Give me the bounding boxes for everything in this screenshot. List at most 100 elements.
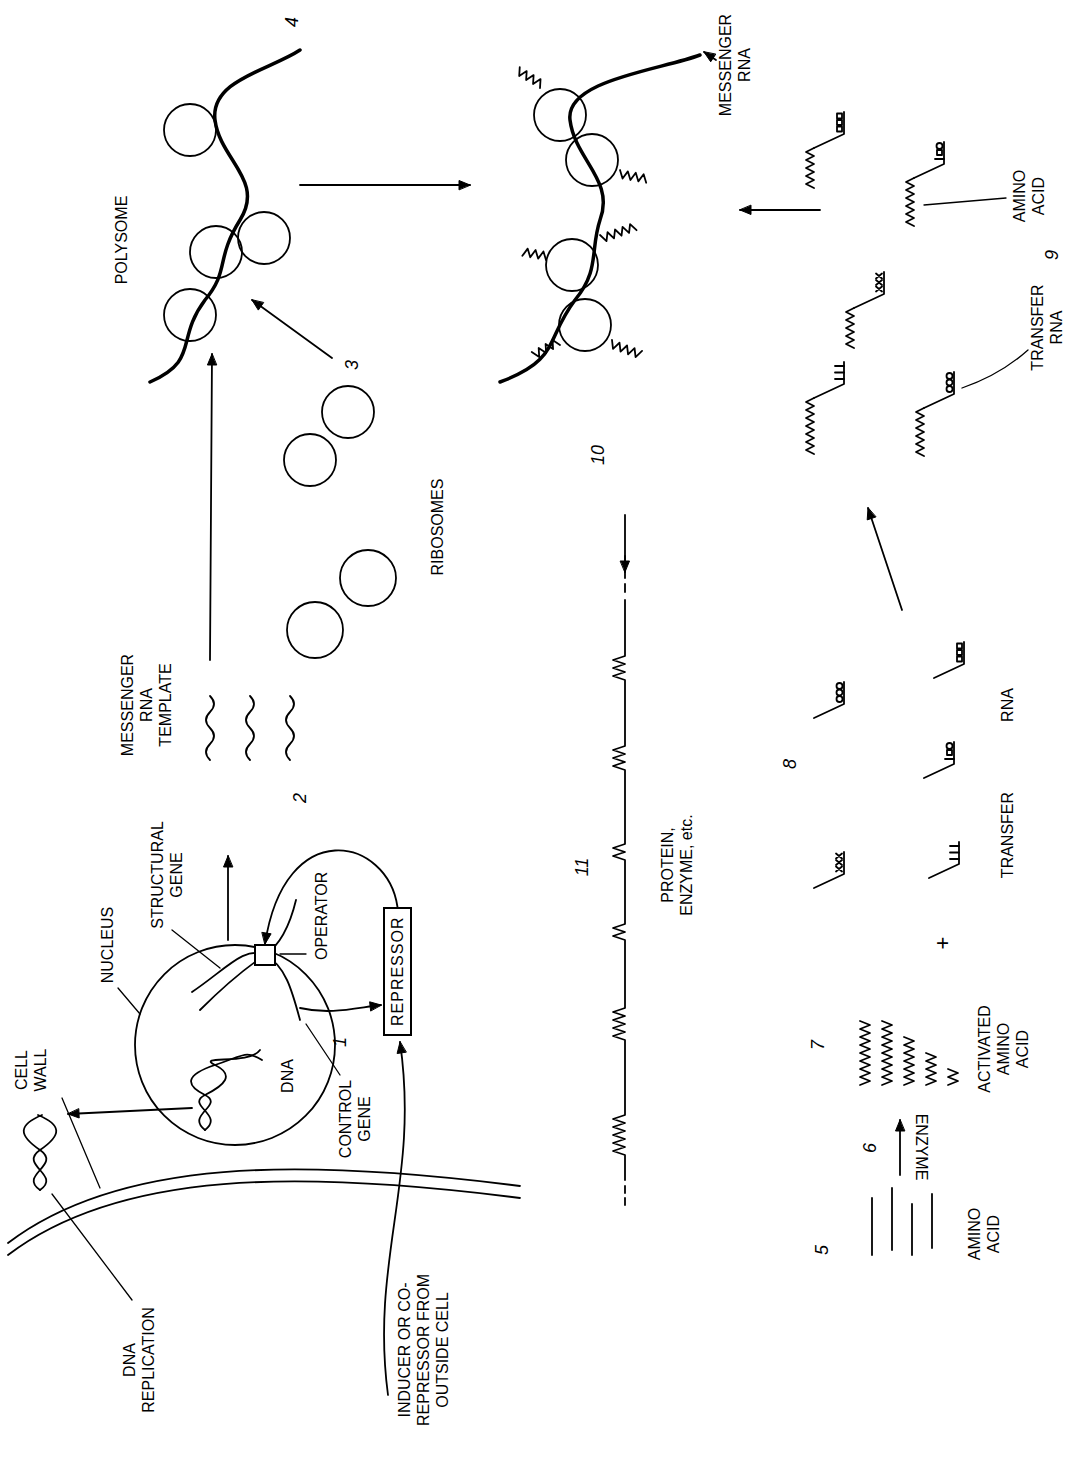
- part-label: TRANSFER: [998, 785, 1017, 885]
- anticodon-mark: [876, 280, 882, 285]
- callout-number: 3: [342, 355, 364, 375]
- arrowhead: [896, 1120, 905, 1131]
- peptide-chain: [522, 248, 547, 260]
- anticodon-mark: [837, 683, 843, 689]
- part-label: MESSENGER RNA TEMPLATE: [118, 650, 176, 760]
- anticodon-mark: [950, 845, 959, 847]
- chain-continuation: [624, 556, 626, 592]
- growing-peptide: [522, 248, 547, 260]
- callout-number: 7: [808, 1035, 830, 1055]
- anticodon-mark: [947, 750, 952, 755]
- peptide-chain: [532, 338, 560, 359]
- arrow-line: [68, 1108, 192, 1114]
- arrowhead: [68, 1109, 79, 1118]
- anticodon-mark: [937, 143, 943, 149]
- part-label: STRUCTURAL GENE: [148, 815, 186, 935]
- polysome: [190, 226, 242, 278]
- anticodon-mark: [947, 743, 953, 749]
- anticodon-mark: [950, 858, 959, 860]
- amino-acid-stroke: [931, 1194, 933, 1248]
- transfer-rna-line: [929, 842, 959, 878]
- activated-amino-acid: [948, 1069, 958, 1085]
- arrow: [704, 52, 716, 62]
- transfer-rna-line: [814, 112, 844, 148]
- anticodon-mark: [945, 758, 954, 760]
- leader-line: [118, 988, 140, 1014]
- replicated-dna: [24, 1115, 57, 1190]
- anticodon-mark: [937, 150, 942, 155]
- activated-amino-acid: [926, 1053, 936, 1085]
- anticodon-mark: [957, 644, 962, 649]
- node-text: OPERATOR: [312, 872, 331, 960]
- anticodon-mark: [835, 372, 844, 374]
- transfer-rna: [814, 682, 844, 718]
- amino-acid-stroke: [871, 1198, 873, 1255]
- arrow: [740, 206, 820, 215]
- leader-line: [924, 198, 1006, 205]
- callout-number: 9: [1042, 245, 1064, 265]
- leader-line: [52, 198, 1028, 1300]
- arrow-line: [868, 508, 902, 610]
- part-label: ENZYME: [912, 1112, 931, 1182]
- activated-amino-acid: [882, 1021, 892, 1085]
- arrow-line: [300, 184, 470, 186]
- part-label: PROTEIN, ENZYME, etc.: [658, 800, 696, 930]
- polysome: [164, 104, 216, 156]
- arrowhead: [252, 300, 264, 310]
- messenger-rna-template: [206, 696, 214, 760]
- amino-acid-chain: [806, 398, 814, 454]
- protein-chain: [613, 556, 625, 1205]
- part-label: MESSENGER RNA: [716, 10, 754, 120]
- ribosome: [284, 434, 336, 486]
- growing-peptide: [600, 223, 637, 243]
- anticodon-mark: [876, 287, 882, 292]
- growing-peptide: [516, 67, 544, 88]
- anticodon-mark: [957, 657, 962, 662]
- gene-strand: [192, 900, 300, 1020]
- replicated-dna: [24, 1115, 47, 1190]
- transfer-rna-line: [814, 362, 844, 398]
- transfer-rna: [814, 852, 844, 888]
- transfer-rna-line: [924, 372, 954, 408]
- growing-peptide: [532, 338, 560, 359]
- ribosome: [322, 386, 374, 438]
- arrowhead: [224, 856, 233, 867]
- part-label: NUCLEUS: [98, 900, 117, 990]
- cell-wall: [8, 1169, 520, 1255]
- anticodon-mark: [935, 158, 944, 160]
- nucleus-outline: [135, 945, 335, 1145]
- arrow: [300, 181, 470, 190]
- arrowhead: [397, 1042, 406, 1054]
- polysome: [238, 212, 290, 264]
- transfer-rna: [934, 642, 964, 678]
- part-label: DNA REPLICATION: [120, 1300, 158, 1420]
- transfer-rna: [806, 362, 844, 454]
- connector-line: [265, 850, 398, 944]
- transfer-rna: [916, 372, 954, 456]
- ribosome: [284, 386, 396, 658]
- leader-line: [306, 1024, 340, 1075]
- anticodon-mark: [876, 274, 882, 279]
- growing-peptide: [619, 170, 648, 183]
- arrowhead: [262, 932, 271, 944]
- polysome-with-chains: [546, 239, 598, 291]
- transfer-rna-line: [924, 742, 954, 778]
- callout-number: 6: [860, 1138, 882, 1158]
- arrow: [300, 1002, 381, 1011]
- arrow-line: [227, 856, 229, 940]
- arrow-line: [210, 354, 212, 660]
- growing-peptide: [609, 340, 642, 358]
- dna-helix: [191, 1050, 262, 1130]
- part-label: CONTROL GENE: [336, 1076, 374, 1162]
- part-label: +: [930, 931, 956, 955]
- polysome-with-chains: [500, 55, 700, 382]
- leader-line: [172, 930, 220, 968]
- transfer-rna: [906, 142, 944, 226]
- anticodon-mark: [957, 650, 962, 655]
- ribosome: [340, 550, 396, 606]
- polysome: [164, 289, 216, 341]
- amino-acid-stroke: [911, 1204, 913, 1255]
- anticodon-mark: [947, 380, 953, 386]
- anticodon-mark: [836, 860, 842, 865]
